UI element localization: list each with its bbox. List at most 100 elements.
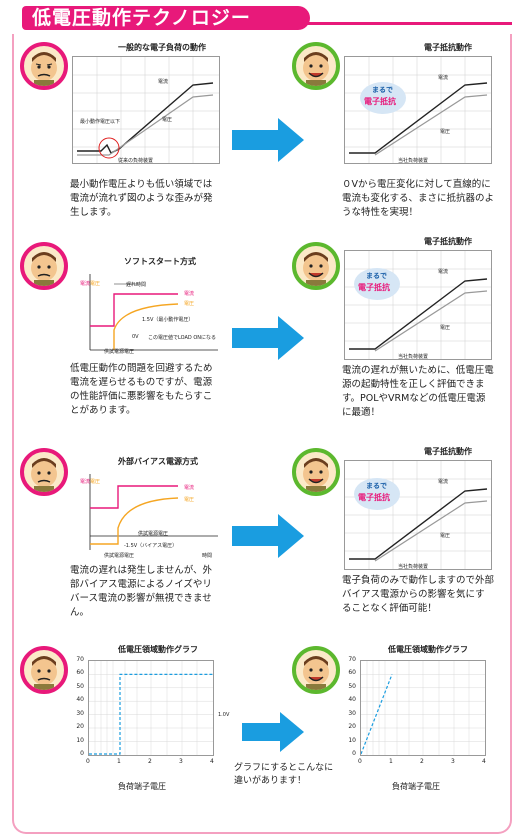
y-tick: 60 bbox=[348, 669, 356, 676]
row2-right-voltage-label: 電圧 bbox=[440, 325, 451, 331]
row2-right-title: 電子抵抗動作 bbox=[424, 237, 472, 246]
row4-left-yaxis: 70 60 50 40 30 20 10 0 bbox=[70, 656, 86, 760]
happy-man-icon bbox=[292, 646, 340, 694]
page-title: 低電圧動作テクノロジー bbox=[32, 7, 251, 29]
row3-left-current-label: 電流 bbox=[184, 485, 195, 491]
x-tick: 3 bbox=[179, 758, 183, 765]
row1-badge: まるで 電子抵抗 bbox=[358, 80, 408, 116]
y-tick: 20 bbox=[76, 723, 84, 730]
worried-man-icon bbox=[20, 42, 68, 90]
content-frame bbox=[12, 34, 512, 834]
row3-left-time-label: 時間 bbox=[202, 553, 213, 559]
row1-left-description: 最小動作電圧よりも低い領域では電流が流れず図のような歪みが発生します。 bbox=[70, 179, 213, 218]
row2-left-zerov-label: 0V bbox=[132, 334, 139, 340]
row2-left-current-label: 電流 bbox=[184, 291, 195, 297]
row3-arrow-icon bbox=[232, 514, 304, 558]
row1-left-title: 一般的な電子負荷の動作 bbox=[118, 43, 206, 52]
row4-left-xaxis: 0 1 2 3 4 bbox=[86, 758, 220, 768]
y-tick: 70 bbox=[76, 656, 84, 663]
row2-arrow-icon bbox=[232, 316, 304, 360]
x-tick: 2 bbox=[420, 758, 424, 765]
row2-badge: まるで 電子抵抗 bbox=[352, 266, 402, 302]
row3-left-sourcev-label: 供試電源電圧 bbox=[104, 553, 135, 559]
y-tick: 30 bbox=[348, 710, 356, 717]
y-tick: 0 bbox=[80, 750, 84, 757]
row3-left-graph bbox=[78, 470, 220, 556]
happy-man-icon bbox=[292, 242, 340, 290]
row3-right-current-label: 電流 bbox=[438, 479, 449, 485]
row1-right-company-label: 当社負荷装置 bbox=[398, 158, 429, 164]
y-tick: 10 bbox=[76, 737, 84, 744]
row3-left-current-v-label: 電流 bbox=[80, 479, 91, 485]
row2-left-voltage-v-label: 電圧 bbox=[90, 281, 101, 287]
worried-man-icon bbox=[20, 646, 68, 694]
x-tick: 1 bbox=[117, 758, 121, 765]
row2-left-graph bbox=[78, 270, 220, 356]
row4-arrow-icon bbox=[242, 712, 304, 752]
y-tick: 40 bbox=[76, 696, 84, 703]
x-tick: 3 bbox=[451, 758, 455, 765]
row4-left-annotation: 1.0V bbox=[218, 712, 230, 718]
row1-badge-top: まるで bbox=[372, 86, 393, 94]
row2-left-loadon-label: この電圧値でLOAD ONになる bbox=[148, 335, 216, 341]
y-tick: 60 bbox=[76, 669, 84, 676]
happy-man-icon bbox=[292, 42, 340, 90]
row2-left-description: 低電圧動作の問題を回避するため電流を遅らせるものですが、電源の性能評価に悪影響を… bbox=[70, 363, 213, 416]
row2-right-company-label: 当社負荷装置 bbox=[398, 354, 429, 360]
row4-left-title: 低電圧領域動作グラフ bbox=[118, 645, 198, 654]
row3-right-voltage-label: 電圧 bbox=[440, 533, 451, 539]
row1-right-description: ０Vから電圧変化に対して直線的に電流も変化する、まさに抵抗器のような特性を実現！ bbox=[342, 179, 495, 218]
row3-right-graph bbox=[344, 460, 492, 570]
row2-left-minv-label: 1.5V（最小動作電圧） bbox=[142, 317, 194, 323]
x-tick: 4 bbox=[482, 758, 486, 765]
row4-right-title: 低電圧領域動作グラフ bbox=[388, 645, 468, 654]
y-tick: 40 bbox=[348, 696, 356, 703]
y-tick: 70 bbox=[348, 656, 356, 663]
row3-right-title: 電子抵抗動作 bbox=[424, 447, 472, 456]
x-tick: 1 bbox=[389, 758, 393, 765]
x-tick: 0 bbox=[358, 758, 362, 765]
worried-man-icon bbox=[20, 448, 68, 496]
row2-left-sourcev-label: 供試電源電圧 bbox=[104, 349, 135, 355]
row1-left-graph bbox=[72, 56, 220, 164]
row3-left-voltage-v-label: 電圧 bbox=[90, 479, 101, 485]
y-tick: 10 bbox=[348, 737, 356, 744]
row4-right-xaxis: 0 1 2 3 4 bbox=[358, 758, 492, 768]
row2-badge-top: まるで bbox=[366, 272, 387, 280]
row2-left-voltage-label: 電圧 bbox=[184, 301, 195, 307]
happy-man-icon bbox=[292, 448, 340, 496]
row3-badge-top: まるで bbox=[366, 482, 387, 490]
row3-right-company-label: 当社負荷装置 bbox=[398, 564, 429, 570]
row1-left-current-label: 電流 bbox=[158, 79, 169, 85]
x-tick: 4 bbox=[210, 758, 214, 765]
row2-right-description: 電流の遅れが無いために、低電圧電源の起動特性を正しく評価できます。POLやVRM… bbox=[342, 365, 494, 418]
row2-left-delay-label: 遅れ時間 bbox=[126, 282, 147, 288]
row4-right-xlabel: 負荷端子電圧 bbox=[392, 782, 440, 791]
row3-left-description: 電流の遅れは発生しませんが、外部バイアス電源によるノイズやリバース電流の影響が無… bbox=[70, 565, 213, 618]
row2-left-current-v-label: 電流 bbox=[80, 281, 91, 287]
row3-left-title: 外部バイアス電源方式 bbox=[118, 457, 198, 466]
y-tick: 30 bbox=[76, 710, 84, 717]
y-tick: 50 bbox=[348, 683, 356, 690]
row2-right-current-label: 電流 bbox=[438, 269, 449, 275]
worried-man-icon bbox=[20, 242, 68, 290]
row1-arrow-icon bbox=[232, 118, 304, 162]
row2-right-graph bbox=[344, 250, 492, 360]
row3-right-description: 電子負荷のみで動作しますので外部バイアス電源からの影響を気にすることなく評価可能… bbox=[342, 575, 495, 614]
row3-left-testv-label: 供試電源電圧 bbox=[138, 531, 169, 537]
row2-badge-bottom: 電子抵抗 bbox=[358, 283, 390, 292]
row1-right-voltage-label: 電圧 bbox=[440, 129, 451, 135]
y-tick: 50 bbox=[76, 683, 84, 690]
row1-left-voltage-label: 電圧 bbox=[162, 117, 173, 123]
row1-left-conventional-label: 従来の負荷装置 bbox=[118, 158, 154, 164]
row3-left-voltage-label: 電圧 bbox=[184, 497, 195, 503]
row3-left-bias-label: -1.5V（バイアス電圧） bbox=[124, 543, 178, 549]
x-tick: 2 bbox=[148, 758, 152, 765]
row1-left-minv-label: 最小動作電圧以下 bbox=[80, 119, 121, 125]
row4-middle-note: グラフにするとこんなに違いがあります！ bbox=[234, 763, 334, 786]
row4-left-xlabel: 負荷端子電圧 bbox=[118, 782, 166, 791]
row2-left-title: ソフトスタート方式 bbox=[124, 257, 196, 266]
y-tick: 0 bbox=[352, 750, 356, 757]
row1-right-current-label: 電流 bbox=[438, 75, 449, 81]
x-tick: 0 bbox=[86, 758, 90, 765]
